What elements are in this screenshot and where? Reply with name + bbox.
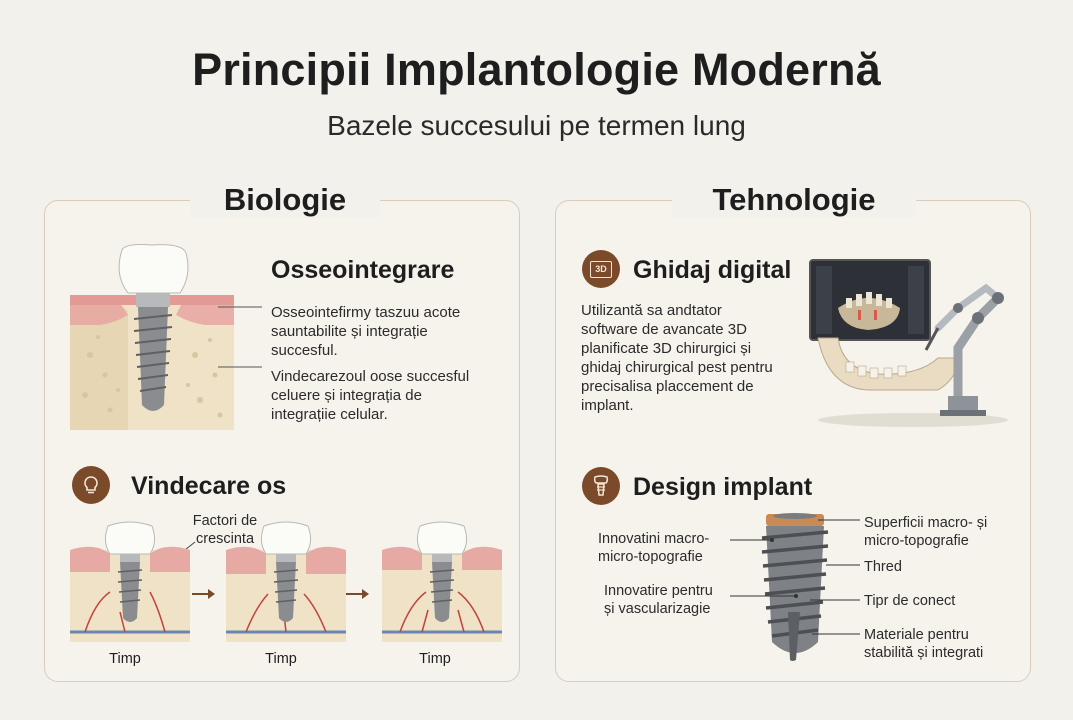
text-line: planificate 3D chirurgici și — [581, 340, 752, 357]
tehnologie-title: Tehnologie — [672, 182, 916, 218]
text-line: Osseointefirmy taszuu acote — [271, 304, 461, 321]
text-line: și vascularizagie — [604, 601, 711, 617]
text-line: Materiale pentru — [864, 627, 969, 643]
text-line: micro-topografie — [598, 549, 703, 565]
design-label-left-2: Innovatire pentru și vascularizagie — [604, 582, 744, 618]
healing-stage-2 — [226, 521, 346, 642]
design-label-right-4: Materiale pentru stabilită și integrati — [864, 626, 1024, 662]
digital-planning-illustration — [809, 259, 1008, 427]
text-line: Innovatini macro- — [598, 531, 710, 547]
arrow-right-icon — [192, 589, 215, 599]
time-label-1: Timp — [109, 651, 141, 667]
design-label-left-1: Innovatini macro- micro-topografie — [598, 530, 738, 566]
osseointegrare-text-2: Vindecarezoul oose succesful celuere și … — [271, 367, 511, 424]
osseointegrare-title: Osseointegrare — [271, 256, 455, 284]
3d-icon-label: 3D — [590, 260, 612, 278]
time-label-3: Timp — [419, 651, 451, 667]
osseointegration-illustration — [70, 244, 262, 430]
text-line: ghidaj chirurgical pest pentru — [581, 359, 773, 376]
vindecare-title: Vindecare os — [131, 472, 287, 500]
design-label-right-3: Tipr de conect — [864, 592, 1024, 610]
text-line: Vindecarezoul oose succesful — [271, 368, 470, 385]
ghidaj-digital-title: Ghidaj digital — [633, 256, 792, 284]
text-line: integrațiie celular. — [271, 406, 388, 423]
biologie-title: Biologie — [190, 182, 380, 218]
text-line: Factori de — [192, 513, 258, 529]
ghidaj-digital-text: Utilizantă sa andtator software de avanc… — [581, 301, 811, 415]
text-line: micro-topografie — [864, 533, 969, 549]
growth-factors-label: Factori de crescinta — [170, 512, 280, 548]
text-line: Utilizantă sa andtator — [581, 302, 722, 319]
text-line: Tipr de conect — [864, 593, 956, 609]
design-leader-lines — [730, 519, 860, 635]
healing-stage-3 — [382, 521, 502, 642]
implant-icon — [582, 467, 620, 505]
text-line: precisalisa placcement de — [581, 378, 754, 395]
design-implant-title: Design implant — [633, 473, 813, 501]
osseointegrare-text-1: Osseointefirmy taszuu acote sauntabilite… — [271, 303, 511, 360]
text-line: implant. — [581, 397, 634, 414]
page-title: Principii Implantologie Modernă — [192, 44, 881, 95]
healing-stage-1 — [70, 521, 190, 642]
lightbulb-icon — [72, 466, 110, 504]
text-line: Thred — [864, 559, 902, 575]
page-subtitle: Bazele succesului pe termen lung — [327, 110, 746, 141]
3d-monitor-icon: 3D — [582, 250, 620, 288]
text-line: celuere și integrația de — [271, 387, 422, 404]
text-line: Innovatire pentru — [604, 583, 713, 599]
design-label-right-1: Superficii macro- și micro-topografie — [864, 514, 1024, 550]
design-label-right-2: Thred — [864, 558, 1024, 576]
implant-illustration — [761, 513, 829, 661]
text-line: succesful. — [271, 342, 338, 359]
arrow-right-icon — [346, 589, 369, 599]
time-label-2: Timp — [265, 651, 297, 667]
text-line: stabilită și integrati — [864, 645, 984, 661]
text-line: Superficii macro- și — [864, 515, 988, 531]
text-line: sauntabilite și integrație — [271, 323, 428, 340]
text-line: crescinta — [195, 531, 255, 547]
text-line: software de avancate 3D — [581, 321, 747, 338]
